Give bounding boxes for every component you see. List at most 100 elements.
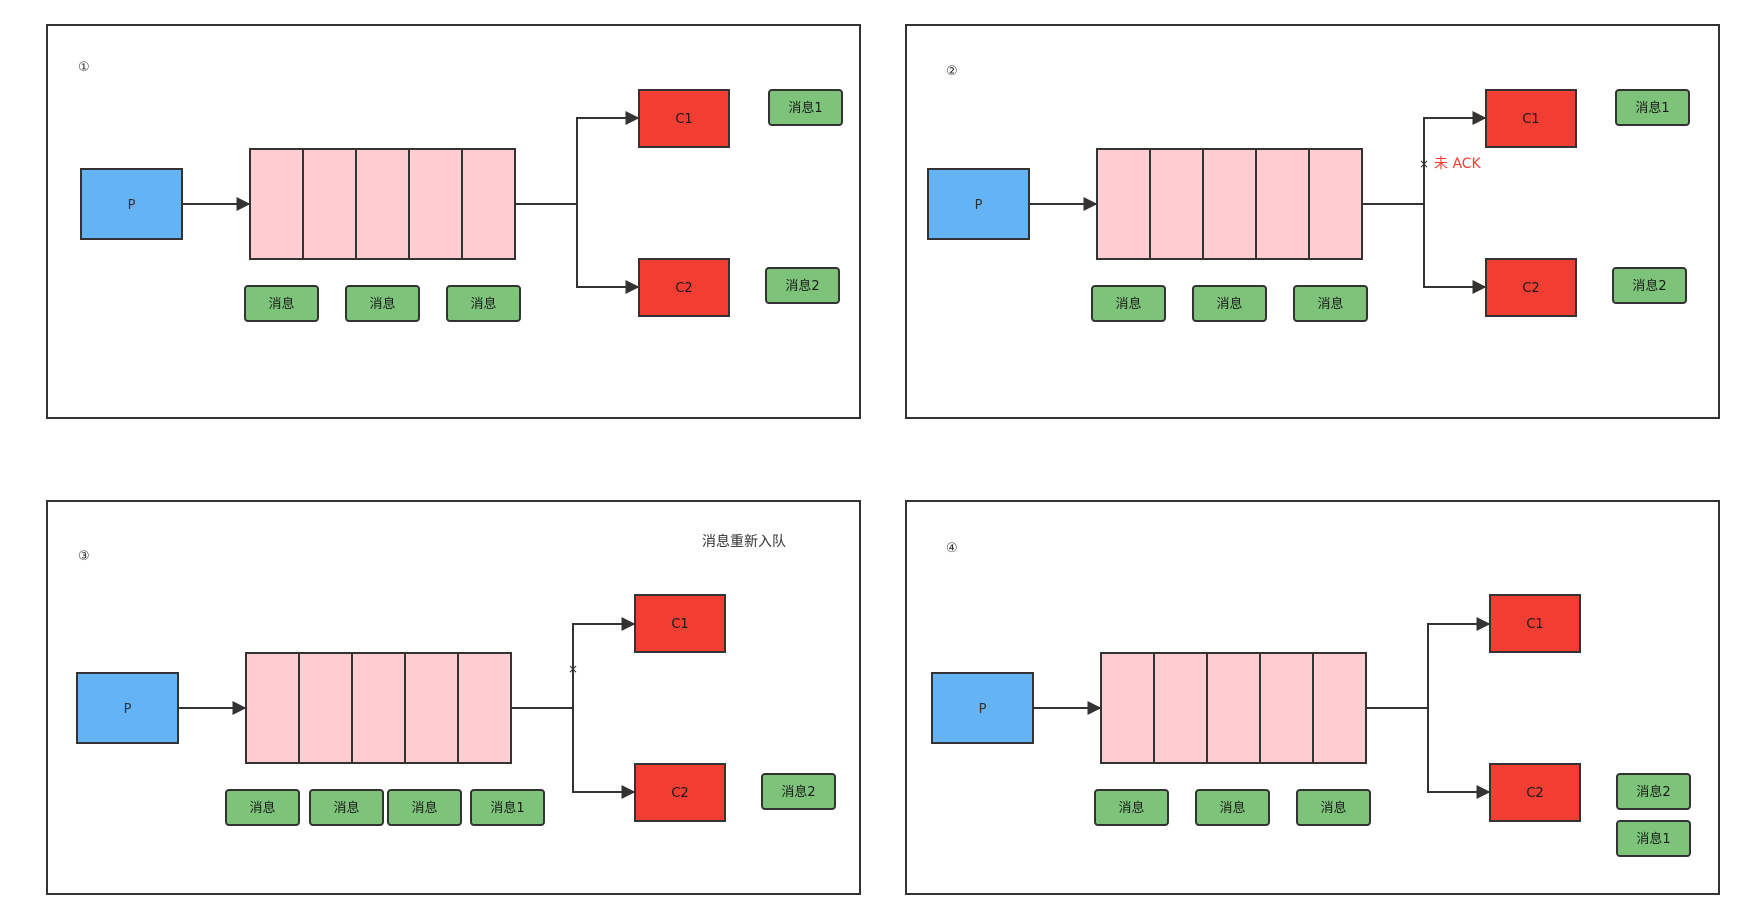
queue-to-c1-edge <box>1427 617 1491 708</box>
producer-node: P <box>76 672 179 744</box>
consumer-c2-message: 消息2 <box>1616 773 1691 810</box>
producer-label: P <box>128 198 136 213</box>
broken-link-mark: × <box>1419 157 1429 171</box>
step-number: ② <box>946 64 958 79</box>
queue-slot <box>1312 652 1367 764</box>
message-label: 消息 <box>1219 800 1245 816</box>
producer-box <box>76 672 179 744</box>
queue-message: 消息 <box>1293 285 1368 322</box>
queue-message: 消息 <box>1296 789 1371 826</box>
consumer-c1: C1 <box>1485 89 1577 148</box>
consumer-c1: C1 <box>634 594 726 653</box>
message-label: 消息2 <box>1636 784 1670 800</box>
message-box <box>1612 267 1687 304</box>
consumer-c2-box <box>1489 763 1581 822</box>
consumer-c2-message: 消息1 <box>1616 820 1691 857</box>
queue-message: 消息 <box>225 789 300 826</box>
queue-slot <box>461 148 516 260</box>
message-box <box>1293 285 1368 322</box>
message-box <box>1615 89 1690 126</box>
queue <box>1100 652 1367 764</box>
queue <box>245 652 512 764</box>
message-box <box>1192 285 1267 322</box>
step-number: ③ <box>78 549 90 564</box>
message-label: 消息1 <box>788 100 822 116</box>
consumer-c2: C2 <box>1489 763 1581 822</box>
producer-box <box>927 168 1030 240</box>
queue-slot <box>302 148 357 260</box>
queue-slot <box>351 652 406 764</box>
message-box <box>1195 789 1270 826</box>
queue-to-c1-edge <box>572 617 636 708</box>
message-label: 消息1 <box>1635 100 1669 116</box>
message-label: 消息 <box>411 800 437 816</box>
no-ack-label: 未 ACK <box>1434 156 1482 172</box>
message-label: 消息 <box>1115 296 1141 312</box>
consumer-c2: C2 <box>634 763 726 822</box>
consumer-c1-message: 消息1 <box>768 89 843 126</box>
message-box <box>1094 789 1169 826</box>
queue-slot <box>457 652 512 764</box>
broken-link-mark: × <box>568 662 578 676</box>
queue-to-c2-edge <box>572 708 636 799</box>
producer-label: P <box>124 702 132 717</box>
message-box <box>768 89 843 126</box>
message-label: 消息 <box>249 800 275 816</box>
queue-message: 消息 <box>345 285 420 322</box>
producer-label: P <box>975 198 983 213</box>
message-label: 消息 <box>1216 296 1242 312</box>
message-box <box>244 285 319 322</box>
queue-slot <box>1100 652 1155 764</box>
panel-1: ① P C1 C2 消息 消息 <box>46 24 861 419</box>
message-label: 消息2 <box>1632 278 1666 294</box>
queue-slot <box>298 652 353 764</box>
panel-4: ④ P C1 C2 消息 消息 <box>905 500 1720 895</box>
panel-2: ② P × 未 ACK C1 C2 消息 <box>905 24 1720 419</box>
queue-message: 消息 <box>446 285 521 322</box>
message-label: 消息1 <box>490 800 524 816</box>
message-box <box>761 773 836 810</box>
consumer-c1-box <box>1485 89 1577 148</box>
queue-slot <box>1259 652 1314 764</box>
message-box <box>225 789 300 826</box>
queue-slot <box>1153 652 1208 764</box>
consumer-c2-label: C2 <box>675 281 692 296</box>
message-box <box>309 789 384 826</box>
queue-message: 消息 <box>1192 285 1267 322</box>
message-label: 消息 <box>268 296 294 312</box>
consumer-c1: C1 <box>638 89 730 148</box>
queue-slot <box>1255 148 1310 260</box>
message-label: 消息 <box>1118 800 1144 816</box>
consumer-c2-label: C2 <box>671 786 688 801</box>
message-box <box>765 267 840 304</box>
message-box <box>387 789 462 826</box>
consumer-c1-label: C1 <box>1522 112 1539 127</box>
consumer-c1-label: C1 <box>1526 617 1543 632</box>
consumer-c2-message: 消息2 <box>1612 267 1687 304</box>
queue-slot <box>1202 148 1257 260</box>
consumer-c2: C2 <box>1485 258 1577 317</box>
message-label: 消息2 <box>781 784 815 800</box>
queue-to-c2-edge <box>576 204 640 294</box>
queue-to-c1-edge <box>576 111 640 204</box>
queue-slot <box>355 148 410 260</box>
queue-message: 消息 <box>244 285 319 322</box>
queue-slot <box>245 652 300 764</box>
consumer-c2-label: C2 <box>1526 786 1543 801</box>
queue-slot <box>1206 652 1261 764</box>
message-label: 消息2 <box>785 278 819 294</box>
message-label: 消息 <box>369 296 395 312</box>
consumer-c1-label: C1 <box>671 617 688 632</box>
queue-message: 消息 <box>309 789 384 826</box>
queue-message: 消息 <box>1195 789 1270 826</box>
queue-slot <box>1096 148 1151 260</box>
consumer-c1: C1 <box>1489 594 1581 653</box>
queue-slot <box>1149 148 1204 260</box>
queue-message: 消息 <box>387 789 462 826</box>
consumer-c1-box <box>634 594 726 653</box>
consumer-c2-box <box>634 763 726 822</box>
message-box <box>470 789 545 826</box>
consumer-c2-box <box>1485 258 1577 317</box>
requeue-note: 消息重新入队 <box>702 533 786 550</box>
